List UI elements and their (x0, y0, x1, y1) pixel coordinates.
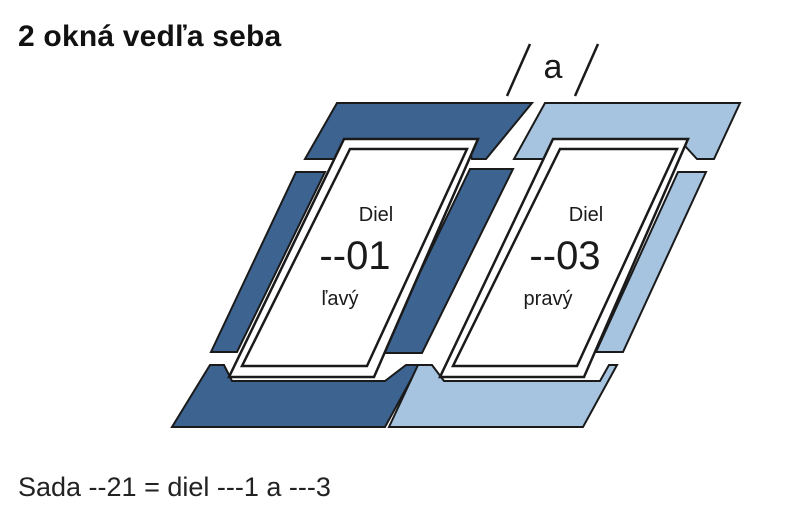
right-window-part-label: Diel (569, 204, 603, 226)
left-side-flashing (209, 171, 327, 353)
dimension-slash-left (505, 43, 532, 97)
right-window-pane (450, 147, 679, 368)
page-title: 2 okná vedľa seba (18, 20, 282, 53)
set-formula: Sada --21 = diel ---1 a ---3 (18, 472, 331, 502)
right-side-flashing (594, 171, 708, 353)
left-window-side: ľavý (322, 288, 359, 310)
left-window: Diel --01 ľavý (227, 137, 480, 379)
dimension-marker: a (505, 43, 600, 97)
left-window-pane (239, 147, 469, 368)
left-window-part-label: Diel (359, 204, 393, 226)
right-window: Diel --03 pravý (438, 137, 690, 379)
left-window-code: --01 (319, 234, 390, 278)
left-bottom-flashing (170, 364, 421, 428)
right-window-code: --03 (529, 234, 600, 278)
right-window-side: pravý (524, 288, 573, 310)
dimension-label: a (544, 48, 563, 86)
dimension-slash-right (573, 43, 600, 97)
right-bottom-flashing (387, 364, 619, 428)
